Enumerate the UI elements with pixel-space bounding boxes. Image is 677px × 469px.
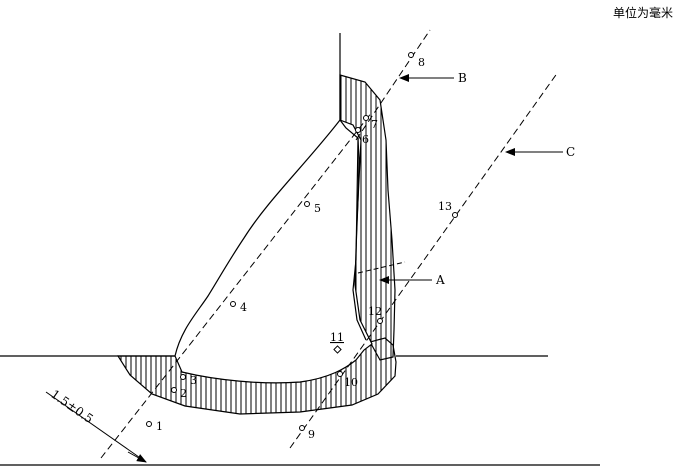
label-c: C: [566, 145, 575, 159]
point-label-6: 6: [362, 133, 369, 146]
label-a: A: [435, 273, 445, 287]
point-label-3: 3: [190, 374, 197, 387]
point-5: 5: [304, 201, 321, 215]
point-7: 7: [363, 115, 378, 131]
point-1: 1: [146, 420, 163, 433]
weld-metal-zone: [174, 119, 373, 384]
dimension-extension-line: [45, 391, 147, 463]
label-b: B: [458, 71, 467, 85]
point-label-12: 12: [368, 305, 382, 318]
dimension-label: 1.5±0.5: [48, 387, 96, 426]
fusion-line-inner: [352, 137, 367, 341]
point-12: 12: [368, 305, 383, 324]
point-2: 2: [171, 387, 187, 400]
point-label-11: 11: [330, 331, 344, 344]
point-3: 3: [180, 374, 197, 387]
dimension-tick: [127, 451, 147, 463]
point-13: 13: [438, 200, 458, 218]
point-label-4: 4: [240, 301, 247, 314]
point-label-2: 2: [180, 387, 187, 400]
unit-note: 单位为毫米: [612, 6, 673, 20]
point-10: 10: [337, 371, 358, 389]
point-label-7: 7: [371, 118, 378, 131]
dashed-line-1-7: [100, 111, 373, 459]
point-label-1: 1: [156, 420, 163, 433]
point-label-9: 9: [308, 428, 315, 441]
point-label-13: 13: [438, 200, 452, 213]
point-9: 9: [299, 425, 315, 441]
point-label-8: 8: [418, 56, 425, 69]
point-4: 4: [230, 301, 247, 314]
dashed-line-b: [355, 29, 431, 141]
point-11: 11: [330, 331, 344, 354]
dashed-line-a-cross: [357, 261, 406, 274]
point-label-10: 10: [344, 376, 358, 389]
point-8: 8: [408, 52, 425, 69]
point-6: 6: [355, 127, 369, 146]
point-label-5: 5: [314, 202, 321, 215]
